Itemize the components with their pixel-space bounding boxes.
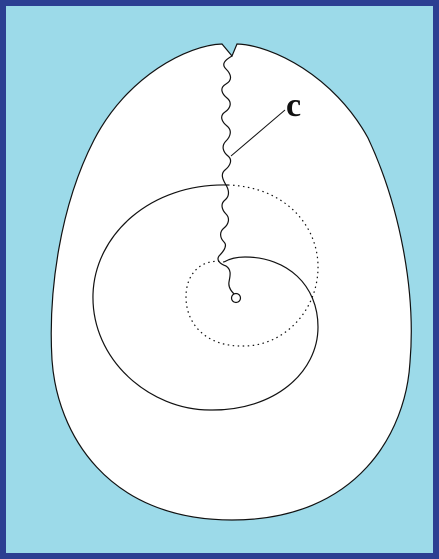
center-circle [232,294,241,303]
egg-diagram: c [6,6,433,553]
crack-label: c [286,87,301,124]
